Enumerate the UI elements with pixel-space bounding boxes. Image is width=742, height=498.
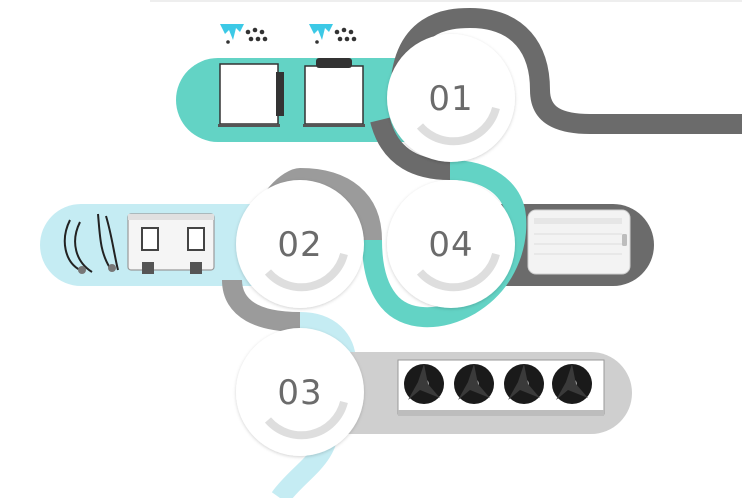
air-cooler-unit-icon [527, 209, 631, 275]
gray-ribbon-lower [222, 279, 301, 332]
ice-rain-icon [220, 24, 268, 44]
step-01-badge [387, 34, 515, 162]
step-03-number: 03 [277, 373, 322, 413]
step-04-number: 04 [428, 225, 473, 265]
step-01-number: 01 [428, 79, 473, 119]
step-04-badge [387, 180, 515, 308]
ice-rain-icon-2 [309, 24, 357, 44]
dark-ribbon-mid [370, 117, 451, 180]
step-02-number: 02 [277, 225, 322, 265]
step-03-badge [236, 328, 364, 456]
pressure-switch-icon [63, 213, 215, 274]
condensing-unit-image-1 [218, 63, 284, 127]
step-02-badge [236, 180, 364, 308]
dark-ribbon-top [390, 7, 742, 134]
condensing-unit-image-2 [303, 58, 365, 127]
evaporator-fans-icon [397, 359, 605, 416]
step-03-panel [300, 352, 632, 434]
